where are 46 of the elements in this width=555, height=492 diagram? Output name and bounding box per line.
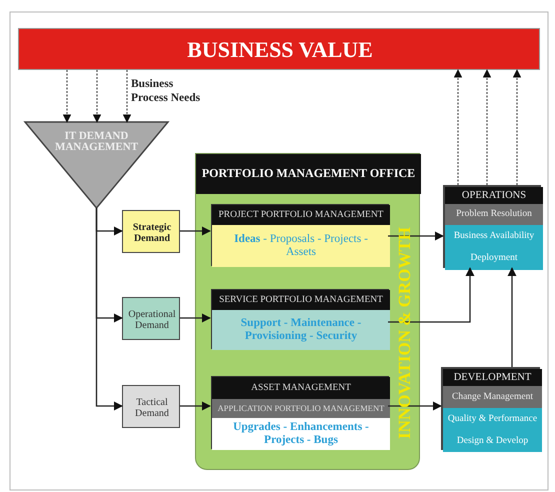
section-items: Support - Maintenance - Provisioning - Security [212,310,390,350]
section-header: ASSET MANAGEMENT [212,377,390,399]
arrow [180,226,211,236]
section-header: SERVICE PORTFOLIO MANAGEMENT [212,290,390,310]
panel-row: Change Management [443,386,542,408]
dashed-arrow [62,70,72,123]
banner-bar [18,28,540,70]
panel-row: Problem Resolution [445,204,543,225]
demand-label: Tactical Demand [134,396,170,420]
annotation-text: Business Process Needs [131,77,202,106]
banner-title: BUSINESS VALUE [186,36,374,64]
arrow [388,231,444,241]
section-items: Upgrades - Enhancements - Projects - Bugs [212,418,390,450]
dashed-arrow [482,69,492,185]
arrow [507,267,517,367]
arrow [180,313,211,323]
status-panel [441,367,540,450]
demand-label: Strategic Demand [132,220,172,246]
dashed-arrow [454,69,462,185]
panel-row: Deployment [445,247,543,270]
arrow [388,267,475,323]
section-box [211,289,389,349]
dashed-arrow [92,70,102,123]
funnel-label: IT DEMAND MANAGEMENT [54,129,140,155]
dashed-arrow [122,70,132,123]
section-box [211,204,389,266]
arrow [180,401,211,411]
process-box [122,210,180,253]
process-box [122,297,180,340]
vertical-banner-text: INNOVATION & GROWTH [394,226,415,441]
panel-header: DEVELOPMENT [443,369,542,386]
status-panel [443,185,541,268]
arrow [96,208,123,411]
arrow [388,401,442,411]
panel-row: Design & Develop [443,430,542,452]
demand-label: Operational Demand [127,308,177,332]
office-panel [195,153,420,470]
dashed-arrow [512,69,522,185]
funnel-triangle [25,122,168,208]
panel-header: OPERATIONS [445,187,543,204]
section-header: PROJECT PORTFOLIO MANAGEMENT [212,205,390,225]
process-box [122,385,180,428]
section-items: Ideas - Proposals - Projects - Assets [212,225,390,267]
section-subheader: APPLICATION PORTFOLIO MANAGEMENT [212,399,390,418]
office-header: PORTFOLIO MANAGEMENT OFFICE [196,154,421,194]
section-box [211,376,389,449]
